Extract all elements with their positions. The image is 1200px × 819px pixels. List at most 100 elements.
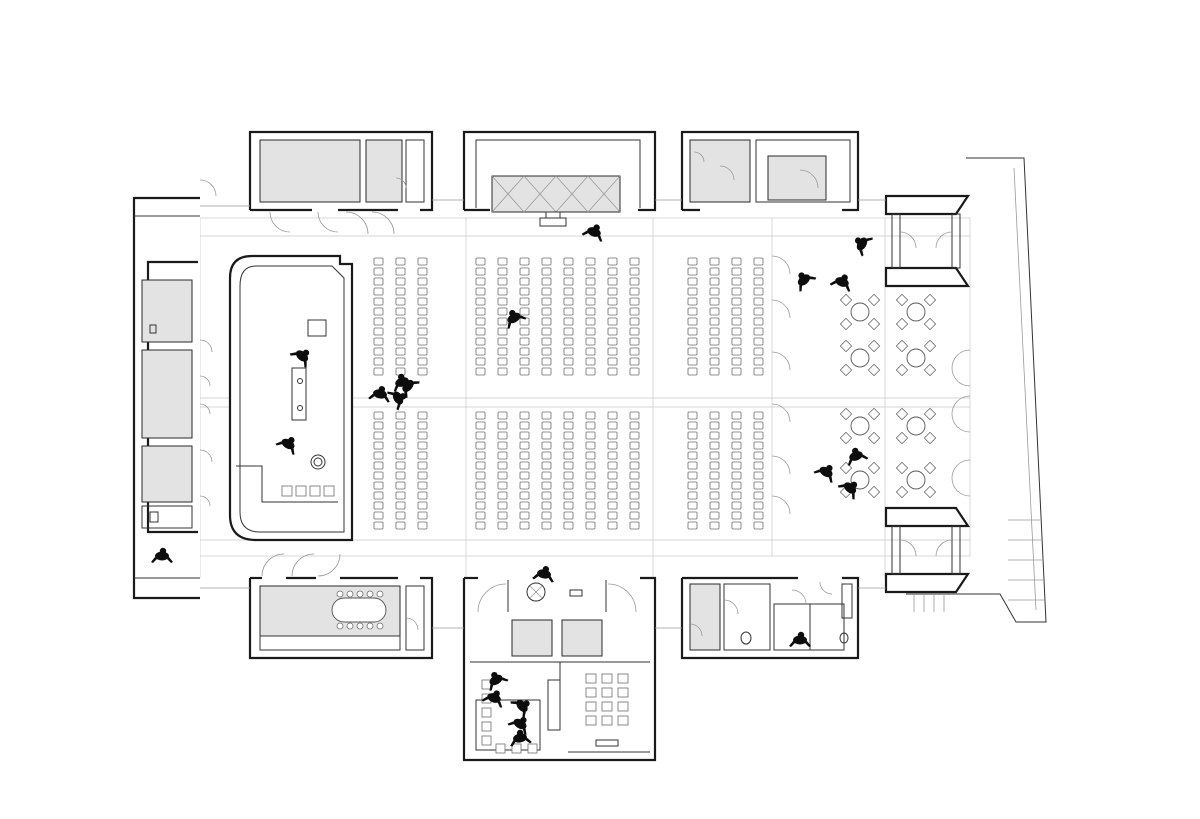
facade-lines: [200, 199, 886, 629]
seat: [373, 257, 384, 266]
cafe-chair: [923, 363, 937, 377]
meeting-table: [331, 597, 387, 623]
seat: [629, 317, 640, 326]
seat: [753, 421, 764, 430]
seat: [709, 491, 720, 500]
seat: [563, 421, 574, 430]
seat: [373, 287, 384, 296]
toilet-icon: [740, 631, 752, 645]
seat: [475, 307, 486, 316]
seat: [417, 327, 428, 336]
cafe-table: [839, 407, 881, 445]
cafe-chair: [895, 363, 909, 377]
seat: [541, 267, 552, 276]
seat: [497, 521, 508, 530]
seat: [497, 451, 508, 460]
lounge-chair: [511, 743, 522, 754]
cafe-chair: [895, 317, 909, 331]
seat: [541, 411, 552, 420]
person-figure-icon: [829, 274, 851, 292]
seat: [417, 277, 428, 286]
seat: [395, 317, 406, 326]
seat: [497, 431, 508, 440]
person-figure-icon: [289, 349, 310, 368]
seat: [563, 307, 574, 316]
seat: [709, 257, 720, 266]
cafe-chair: [895, 485, 909, 499]
seat: [497, 471, 508, 480]
seat: [629, 287, 640, 296]
lounge-chair: [481, 721, 492, 732]
seat: [541, 501, 552, 510]
seat: [417, 441, 428, 450]
seat: [497, 491, 508, 500]
seat: [731, 431, 742, 440]
seat: [585, 367, 596, 376]
north-rooms: [248, 130, 860, 235]
seat: [475, 337, 486, 346]
seat: [731, 521, 742, 530]
seat: [629, 267, 640, 276]
seat: [687, 297, 698, 306]
seat: [541, 337, 552, 346]
seat: [731, 267, 742, 276]
seat: [607, 297, 618, 306]
seat: [497, 411, 508, 420]
meeting-chair: [376, 622, 384, 630]
seat: [541, 277, 552, 286]
people-figures: [151, 224, 873, 747]
seat: [497, 357, 508, 366]
seat: [563, 347, 574, 356]
seat: [417, 501, 428, 510]
seat: [753, 317, 764, 326]
seat: [519, 277, 530, 286]
seat: [607, 347, 618, 356]
seat: [629, 307, 640, 316]
cafe-chair: [839, 293, 853, 307]
seat: [395, 491, 406, 500]
meeting-chair: [366, 590, 374, 598]
seat: [475, 441, 486, 450]
seat: [395, 277, 406, 286]
seat: [541, 481, 552, 490]
seat: [475, 521, 486, 530]
person-figure-icon: [510, 729, 532, 747]
seat: [687, 337, 698, 346]
seat: [373, 481, 384, 490]
seat: [395, 481, 406, 490]
seat: [475, 431, 486, 440]
person-figure-icon: [507, 716, 527, 735]
seat: [417, 481, 428, 490]
meeting-chair: [356, 622, 364, 630]
person-figure-icon: [507, 309, 527, 329]
seat: [519, 411, 530, 420]
seat: [687, 441, 698, 450]
seat: [629, 411, 640, 420]
seat: [541, 511, 552, 520]
seat: [687, 357, 698, 366]
west-wc: [141, 505, 193, 529]
north-room-1: [259, 139, 361, 203]
seat: [753, 451, 764, 460]
seat: [709, 471, 720, 480]
cafe-chair: [867, 363, 881, 377]
seat: [395, 267, 406, 276]
seat: [709, 521, 720, 530]
seat: [753, 297, 764, 306]
round-table-icon: [526, 582, 546, 602]
seat: [519, 431, 530, 440]
seat: [475, 411, 486, 420]
seat: [475, 501, 486, 510]
seat: [373, 327, 384, 336]
seat: [475, 451, 486, 460]
seat: [373, 267, 384, 276]
seat: [475, 297, 486, 306]
seat: [497, 277, 508, 286]
desk: [585, 687, 597, 698]
auditorium-seating: [373, 257, 764, 530]
seat: [417, 451, 428, 460]
seat: [497, 297, 508, 306]
seat: [475, 367, 486, 376]
seat: [585, 441, 596, 450]
seat: [373, 421, 384, 430]
